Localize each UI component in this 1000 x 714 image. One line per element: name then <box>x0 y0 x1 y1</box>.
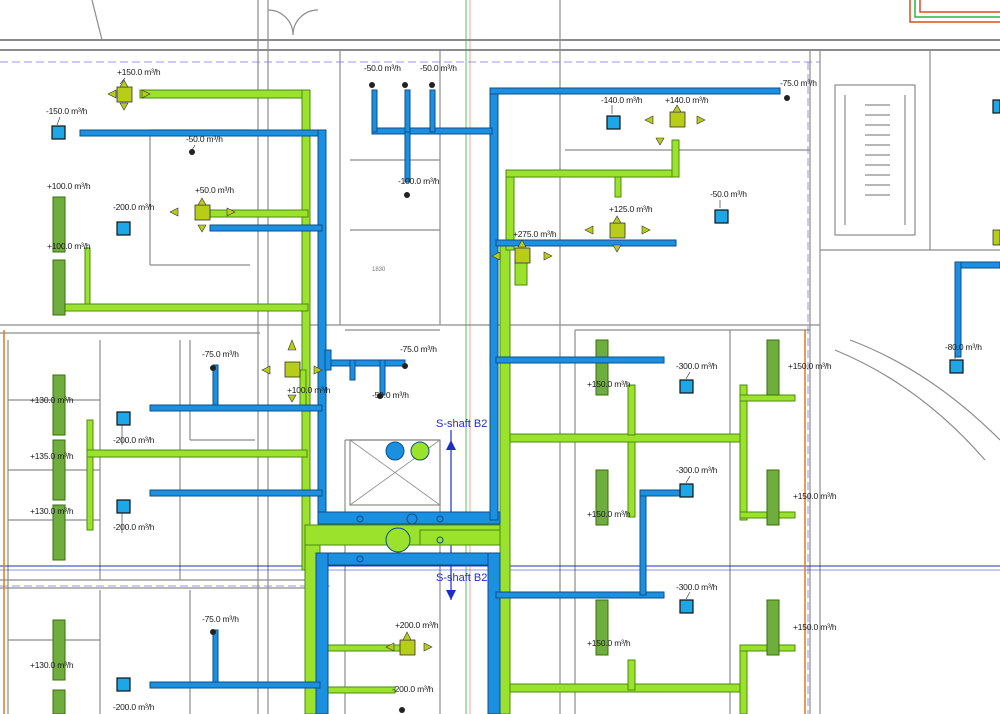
flow-label: +100.0 m³/h <box>287 385 331 395</box>
flow-label: +275.0 m³/h <box>513 229 557 239</box>
leader-lines <box>56 77 956 600</box>
flow-label: +125.0 m³/h <box>609 204 653 214</box>
flow-label: +50.0 m³/h <box>195 185 234 195</box>
flow-label: +150.0 m³/h <box>793 622 837 632</box>
flow-label: +150.0 m³/h <box>587 379 631 389</box>
flow-label: +150.0 m³/h <box>793 491 837 501</box>
flow-label: +135.0 m³/h <box>30 451 74 461</box>
flow-label: -200.0 m³/h <box>113 522 155 532</box>
flow-label: -75.0 m³/h <box>202 349 239 359</box>
flow-label: -50.0 m³/h <box>364 63 401 73</box>
shaft-label: S-shaft B2 <box>436 418 487 430</box>
room-labels: 1830 <box>372 267 386 273</box>
flow-label: -50.0 m³/h <box>710 189 747 199</box>
shaft-markers <box>446 440 456 600</box>
shaft-label: S-shaft B2 <box>436 572 487 584</box>
flow-labels: +150.0 m³/h -150.0 m³/h -50.0 m³/h -50.0… <box>30 63 982 712</box>
flow-label: -50.0 m³/h <box>186 134 223 144</box>
shaft-fans <box>356 441 444 563</box>
grid-axis-vertical <box>465 0 471 714</box>
flow-label: +200.0 m³/h <box>395 620 439 630</box>
flow-label: -50.0 m³/h <box>372 390 409 400</box>
sheet-border-corner <box>909 0 1000 23</box>
exhaust-valves <box>189 82 790 713</box>
room-number: 1830 <box>372 267 386 273</box>
flow-label: +130.0 m³/h <box>30 395 74 405</box>
flow-label: -200.0 m³/h <box>113 702 155 712</box>
flow-label: -200.0 m³/h <box>113 202 155 212</box>
flow-label: +150.0 m³/h <box>788 361 832 371</box>
exhaust-terminals <box>51 99 1000 692</box>
flow-label: -300.0 m³/h <box>676 465 718 475</box>
flow-label: +130.0 m³/h <box>30 506 74 516</box>
flow-label: -75.0 m³/h <box>780 78 817 88</box>
flow-label: -300.0 m³/h <box>676 361 718 371</box>
flow-label: +140.0 m³/h <box>665 95 709 105</box>
flow-label: -75.0 m³/h <box>400 344 437 354</box>
flow-label: +100.0 m³/h <box>47 181 91 191</box>
exhaust-ducts <box>79 87 1000 714</box>
flow-label: -200.0 m³/h <box>392 684 434 694</box>
flow-label: -300.0 m³/h <box>676 582 718 592</box>
supply-grilles <box>52 196 780 714</box>
flow-label: +130.0 m³/h <box>30 660 74 670</box>
shaft-labels: S-shaft B2 S-shaft B2 <box>436 418 487 584</box>
flow-label: -200.0 m³/h <box>113 435 155 445</box>
grid-guides <box>0 61 820 714</box>
flow-label: +150.0 m³/h <box>117 67 161 77</box>
flow-label: +150.0 m³/h <box>587 509 631 519</box>
flow-label: -50.0 m³/h <box>420 63 457 73</box>
flow-label: -80.0 m³/h <box>945 342 982 352</box>
flow-label: -75.0 m³/h <box>202 614 239 624</box>
supply-diffusers <box>116 86 1000 656</box>
diffuser-arrows <box>107 79 706 652</box>
flow-label: -100.0 m³/h <box>398 176 440 186</box>
flow-label: -150.0 m³/h <box>46 106 88 116</box>
flow-label: +100.0 m³/h <box>47 241 91 251</box>
flow-label: -140.0 m³/h <box>601 95 643 105</box>
flow-label: +150.0 m³/h <box>587 638 631 648</box>
